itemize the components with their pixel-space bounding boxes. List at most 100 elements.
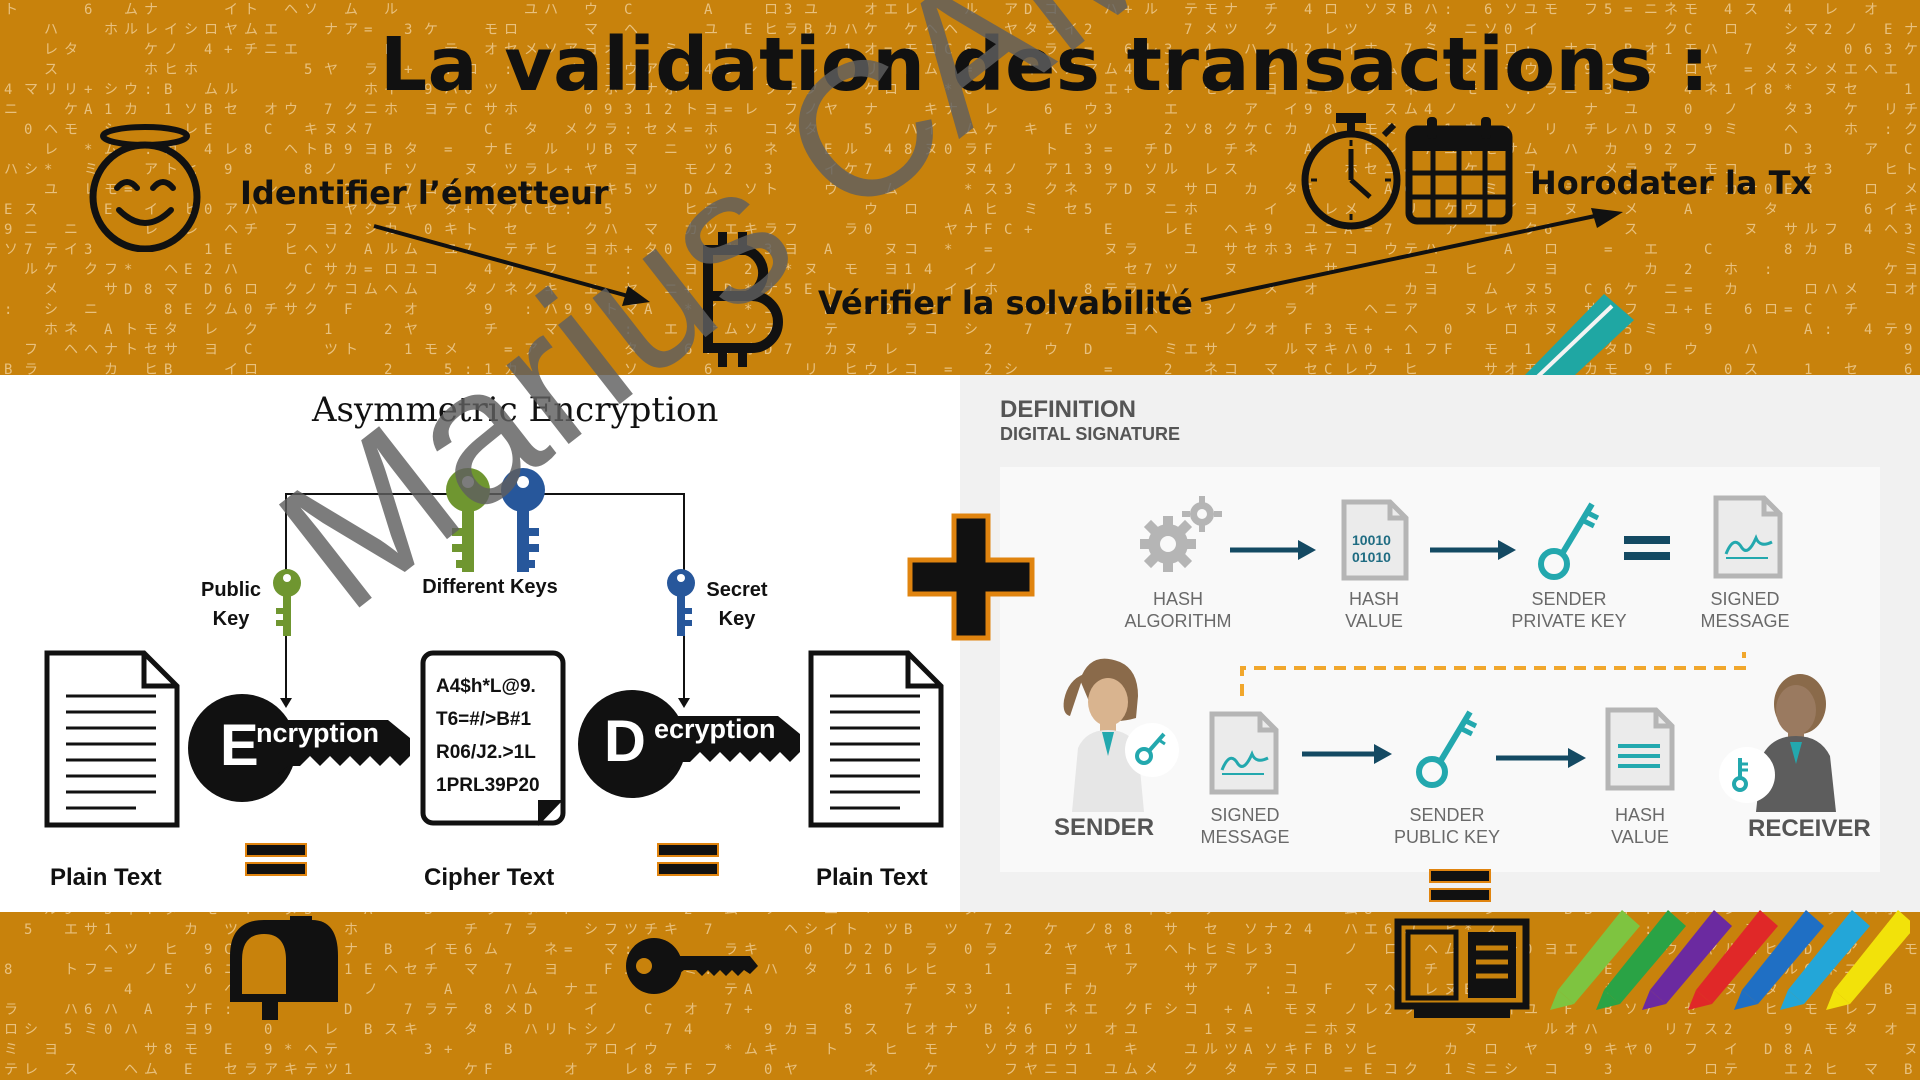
svg-text:=: =: [684, 122, 692, 138]
svg-text:ネ: ネ: [1204, 362, 1218, 378]
svg-text:A: A: [1684, 202, 1693, 218]
svg-text:フ: フ: [1004, 1062, 1018, 1078]
svg-text:ヌ: ヌ: [1304, 1002, 1318, 1018]
svg-text:ナ: ナ: [1264, 922, 1278, 938]
svg-text:8: 8: [164, 1042, 172, 1058]
svg-text:ク: ク: [284, 282, 298, 298]
svg-text:E: E: [804, 282, 812, 298]
svg-text:ヤ: ヤ: [1064, 942, 1078, 958]
svg-text:レ: レ: [1244, 942, 1258, 958]
svg-text:3: 3: [1904, 222, 1912, 238]
svg-text:カ: カ: [1604, 142, 1618, 158]
svg-text:ニ: ニ: [664, 282, 678, 298]
svg-text:7: 7: [784, 342, 792, 358]
svg-text:C: C: [264, 122, 272, 138]
svg-text:ヘ: ヘ: [1044, 62, 1058, 78]
svg-text:サ: サ: [484, 102, 498, 118]
svg-text:D: D: [764, 342, 772, 358]
svg-text:ヒ: ヒ: [904, 1022, 918, 1038]
svg-text:リ: リ: [64, 82, 78, 98]
svg-text:ヒ: ヒ: [1884, 162, 1898, 178]
svg-text:ソ: ソ: [1344, 1042, 1358, 1058]
svg-text:コ: コ: [424, 262, 438, 278]
svg-text:6: 6: [1744, 302, 1752, 318]
svg-text:ヒ: ヒ: [984, 202, 998, 218]
svg-text:ツ: ツ: [324, 342, 338, 358]
svg-text:ノ: ノ: [704, 162, 718, 178]
svg-text:ノ: ノ: [484, 282, 498, 298]
svg-text:モ: モ: [1484, 342, 1498, 358]
svg-text:4: 4: [864, 302, 872, 318]
svg-text:*: *: [684, 302, 692, 318]
svg-text:ニ: ニ: [1044, 1062, 1058, 1078]
svg-text:イ: イ: [584, 1002, 598, 1018]
svg-text:ミ: ミ: [1024, 202, 1038, 218]
svg-text:ヒ: ヒ: [684, 202, 698, 218]
calendar-icon: [1405, 117, 1513, 225]
svg-text:ホ: ホ: [364, 82, 378, 98]
svg-text:ハ: ハ: [124, 1022, 138, 1038]
svg-text:ク: ク: [1224, 122, 1238, 138]
svg-text:ト: ト: [304, 142, 318, 158]
svg-text:6: 6: [464, 942, 472, 958]
cipher-line-4: 1PRL39P20: [436, 775, 540, 796]
svg-text:7: 7: [1164, 62, 1172, 78]
equals-sign-under-decryption: [657, 843, 719, 876]
svg-text:メ: メ: [44, 282, 58, 298]
svg-text:サ: サ: [284, 302, 298, 318]
svg-text:7: 7: [364, 122, 372, 138]
svg-text:1: 1: [644, 102, 652, 118]
svg-text:ラ: ラ: [244, 1062, 258, 1078]
svg-text:カ: カ: [1284, 122, 1298, 138]
svg-text:ク: ク: [1404, 1062, 1418, 1078]
svg-text:タ: タ: [624, 342, 638, 358]
svg-text:テ: テ: [44, 242, 58, 258]
svg-text:ヨ: ヨ: [684, 262, 698, 278]
svg-text:マ: マ: [1804, 22, 1818, 38]
svg-text:1: 1: [404, 342, 412, 358]
svg-text:コ: コ: [904, 362, 918, 378]
svg-text:6: 6: [224, 282, 232, 298]
svg-text:1: 1: [984, 962, 992, 978]
svg-text:ラ: ラ: [424, 1002, 438, 1018]
svg-text:タ: タ: [1284, 182, 1298, 198]
svg-text:ツ: ツ: [1064, 1022, 1078, 1038]
svg-text:イ: イ: [1064, 22, 1078, 38]
svg-text:+: +: [84, 82, 92, 98]
arrow-verify-to-timestamp: [1200, 208, 1623, 302]
svg-text:B: B: [904, 922, 912, 938]
svg-text:イ: イ: [1884, 202, 1898, 218]
svg-text:ケ: ケ: [1064, 302, 1078, 318]
svg-text:ヨ: ヨ: [604, 62, 618, 78]
svg-text:オ: オ: [1024, 1042, 1038, 1058]
svg-text:テ: テ: [1724, 1062, 1738, 1078]
step-timestamp: Horodater la Tx: [1530, 164, 1812, 202]
svg-text:ヨ: ヨ: [784, 242, 798, 258]
svg-text:C: C: [624, 2, 632, 18]
svg-text:ツ: ツ: [1164, 262, 1178, 278]
svg-text:ソ: ソ: [404, 162, 418, 178]
svg-text:ホ: ホ: [664, 82, 678, 98]
svg-text:セ: セ: [544, 202, 558, 218]
svg-text:ニ: ニ: [84, 302, 98, 318]
label-sender: SENDER: [1054, 814, 1155, 841]
svg-text:4: 4: [204, 142, 212, 158]
svg-text:0: 0: [584, 102, 592, 118]
svg-text:シ: シ: [1804, 62, 1818, 78]
svg-text:ロ: ロ: [1864, 182, 1878, 198]
svg-text:マ: マ: [644, 222, 658, 238]
svg-text:4: 4: [484, 262, 492, 278]
svg-text:8: 8: [1204, 122, 1212, 138]
svg-text:2: 2: [724, 162, 732, 178]
svg-text:タ: タ: [1024, 22, 1038, 38]
label-sender-public-key: SENDER PUBLIC KEY: [1393, 805, 1501, 847]
cipher-line-1: A4$h*L@9.: [436, 676, 536, 697]
svg-text:C: C: [1804, 302, 1812, 318]
svg-text:3: 3: [404, 22, 412, 38]
svg-text:C: C: [1904, 142, 1912, 158]
svg-text:ク: ク: [524, 282, 538, 298]
svg-text:9: 9: [1904, 322, 1912, 338]
svg-text:4: 4: [1724, 2, 1732, 18]
definition-title: DEFINITION: [1000, 396, 1136, 423]
label-signed-message-top: SIGNED MESSAGE: [1700, 589, 1790, 631]
